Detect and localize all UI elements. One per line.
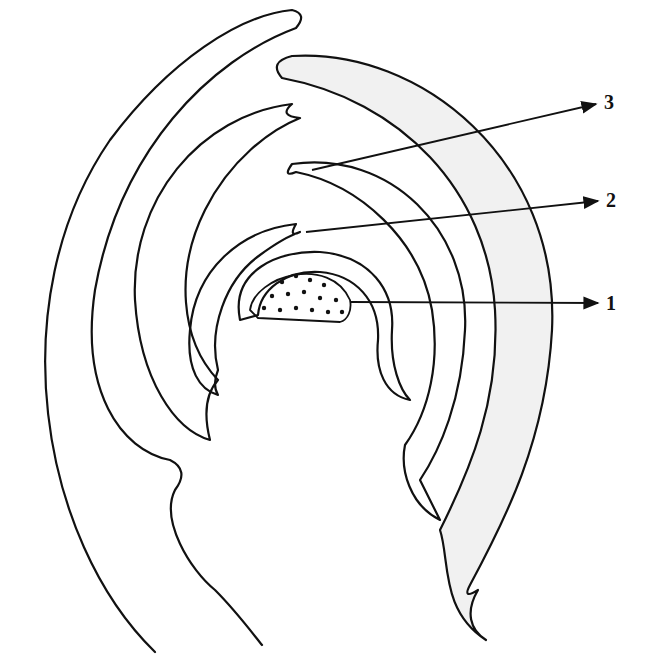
callout-number: 3 bbox=[604, 92, 614, 112]
primordium bbox=[239, 252, 410, 400]
meristem-dots bbox=[262, 274, 344, 314]
inner-right-leaf bbox=[288, 162, 465, 520]
leader-line bbox=[312, 104, 596, 170]
callout-number: 2 bbox=[606, 190, 616, 210]
inner-left-leaf bbox=[189, 224, 300, 395]
leader-line bbox=[306, 201, 598, 232]
left-leaf bbox=[135, 104, 300, 440]
apical-dome bbox=[250, 274, 351, 322]
outer-leaf bbox=[45, 10, 301, 652]
leader-line bbox=[350, 302, 598, 303]
right-leaf bbox=[277, 56, 552, 640]
callout-number: 1 bbox=[606, 293, 616, 313]
